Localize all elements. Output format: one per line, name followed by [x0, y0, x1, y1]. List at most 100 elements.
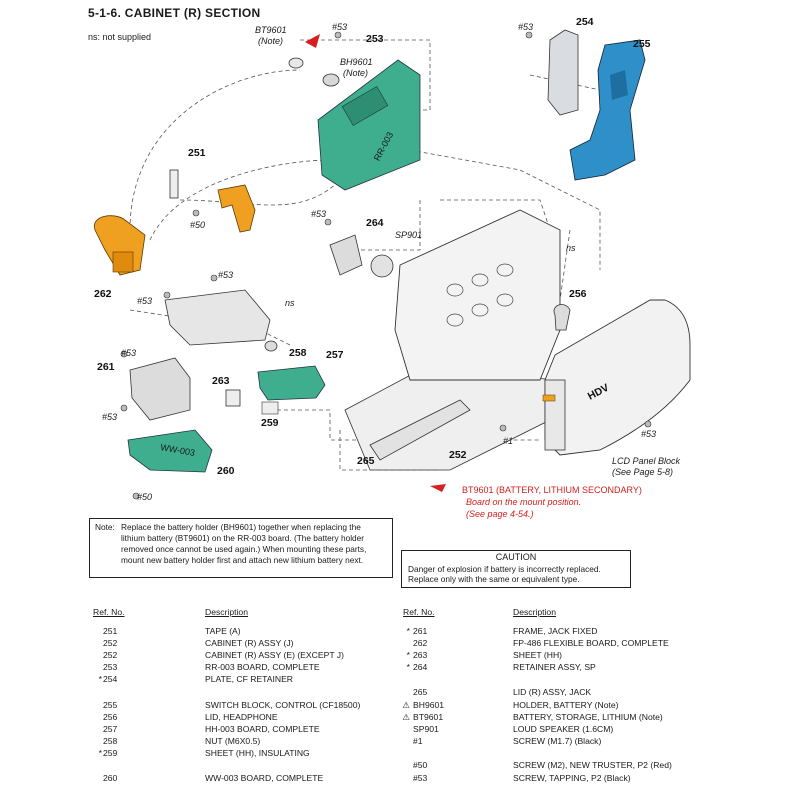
part-description: SHEET (HH), INSULATING — [205, 748, 310, 758]
part-ref: 256 — [103, 712, 118, 722]
screw-ref-53: #53 — [218, 270, 233, 280]
part-ref: 262 — [413, 638, 428, 648]
callout-bt9601-note: (Note) — [258, 36, 283, 46]
parts-header-desc: Description — [513, 607, 556, 617]
part-mark: * — [406, 662, 410, 672]
part-ref: 260 — [103, 773, 118, 783]
part-mark: ⚠ — [402, 700, 410, 710]
part-ref: 255 — [103, 700, 118, 710]
lid-headphone — [553, 304, 571, 331]
callout-bh9601: BH9601 — [340, 57, 373, 67]
screw-ref-53: #53 — [121, 348, 136, 358]
part-ref: 254 — [103, 674, 118, 684]
battery-note-line2: Board on the mount position. — [466, 497, 582, 507]
tape-251 — [169, 169, 179, 199]
screw-ref-50: #50 — [190, 220, 205, 230]
screw-ref-53: #53 — [137, 296, 152, 306]
part-description: SWITCH BLOCK, CONTROL (CF18500) — [205, 700, 361, 710]
part-ref: 253 — [103, 662, 118, 672]
part-description: LID (R) ASSY, JACK — [513, 687, 592, 697]
part-description: PLATE, CF RETAINER — [205, 674, 294, 684]
part-mark: * — [98, 748, 102, 758]
lcd-note-line2: (See Page 5-8) — [612, 467, 674, 477]
screw-ref-50: #50 — [137, 492, 152, 502]
screw-icon — [334, 31, 342, 39]
speaker-sp901 — [370, 254, 394, 278]
callout-bh9601-note: (Note) — [343, 68, 368, 78]
screw-ref-53: #53 — [102, 412, 117, 422]
lid-jack-265 — [369, 399, 471, 461]
part-ref: SP901 — [413, 724, 439, 734]
screw-icon — [324, 218, 332, 226]
part-description: BATTERY, STORAGE, LITHIUM (Note) — [513, 712, 663, 722]
callout-260: 260 — [217, 465, 235, 477]
part-description: FRAME, JACK FIXED — [513, 626, 598, 636]
part-mark: * — [406, 650, 410, 660]
battery-note-line3: (See page 4-54.) — [466, 509, 534, 519]
part-description: CABINET (R) ASSY (E) (EXCEPT J) — [205, 650, 344, 660]
part-description: TAPE (A) — [205, 626, 241, 636]
part-ref: 261 — [413, 626, 428, 636]
parts-header-desc: Description — [205, 607, 248, 617]
lcd-note-line1: LCD Panel Block — [612, 456, 681, 466]
callout-263: 263 — [212, 375, 230, 387]
caution-line2: Replace only with the same or equivalent… — [408, 574, 580, 584]
screw-icon — [499, 424, 507, 432]
part-description: SCREW, TAPPING, P2 (Black) — [513, 773, 631, 783]
screw-icon — [644, 420, 652, 428]
battery-note-title: BT9601 (BATTERY, LITHIUM SECONDARY) — [462, 485, 642, 495]
callout-253: 253 — [366, 33, 384, 45]
ns-note: ns: not supplied — [88, 32, 152, 42]
part-description: SHEET (HH) — [513, 650, 563, 660]
part-mark: * — [98, 674, 102, 684]
screw-icon — [120, 350, 128, 358]
section-title: 5-1-6. CABINET (R) SECTION — [88, 6, 261, 20]
part-ref: 252 — [103, 650, 118, 660]
parts-header-ref: Ref. No. — [403, 607, 435, 617]
callout-255: 255 — [633, 38, 651, 50]
screw-ref-53: #53 — [641, 429, 656, 439]
note-text: Replace the battery holder (BH9601) toge… — [121, 522, 367, 565]
part-ref: #50 — [413, 760, 428, 770]
callout-259: 259 — [261, 417, 279, 429]
insulating-sheet-259 — [261, 401, 279, 415]
part-description: HH-003 BOARD, COMPLETE — [205, 724, 320, 734]
screw-icon — [210, 274, 218, 282]
part-description: LOUD SPEAKER (1.6CM) — [513, 724, 614, 734]
battery-pointer-icon — [305, 34, 320, 48]
screw-icon — [192, 209, 200, 217]
part-ref: #1 — [413, 736, 423, 746]
callout-258: 258 — [289, 347, 307, 359]
callout-262: 262 — [94, 288, 112, 300]
flex-board-fp486 — [94, 215, 146, 276]
ns-marker: ns — [566, 243, 576, 253]
ww003-board: WW-003 — [127, 429, 213, 473]
part-description: RETAINER ASSY, SP — [513, 662, 596, 672]
part-ref: 252 — [103, 638, 118, 648]
caution-title: CAUTION — [495, 552, 537, 562]
part-ref: 259 — [103, 748, 118, 758]
part-description: FP-486 FLEXIBLE BOARD, COMPLETE — [513, 638, 669, 648]
part-description: WW-003 BOARD, COMPLETE — [205, 773, 324, 783]
part-ref: BH9601 — [413, 700, 445, 710]
part-description: NUT (M6X0.5) — [205, 736, 261, 746]
retainer-assy-sp — [329, 234, 363, 276]
part-ref: 263 — [413, 650, 428, 660]
parts-header-ref: Ref. No. — [93, 607, 125, 617]
warning-pointer-icon — [430, 484, 446, 492]
screw-ref-53: #53 — [518, 22, 533, 32]
lcd-panel-block: HDV — [542, 299, 691, 456]
callout-sp901: SP901 — [395, 230, 422, 240]
part-description: SCREW (M1.7) (Black) — [513, 736, 602, 746]
part-ref: 265 — [413, 687, 428, 697]
part-description: SCREW (M2), NEW TRUSTER, P2 (Red) — [513, 760, 672, 770]
part-description: LID, HEADPHONE — [205, 712, 278, 722]
part-ref: BT9601 — [413, 712, 444, 722]
part-mark: * — [406, 626, 410, 636]
callout-256: 256 — [569, 288, 587, 300]
nut-258 — [264, 340, 278, 352]
hh003-board — [257, 365, 326, 401]
screw-ref-53: #53 — [332, 22, 347, 32]
callout-254: 254 — [576, 16, 594, 28]
